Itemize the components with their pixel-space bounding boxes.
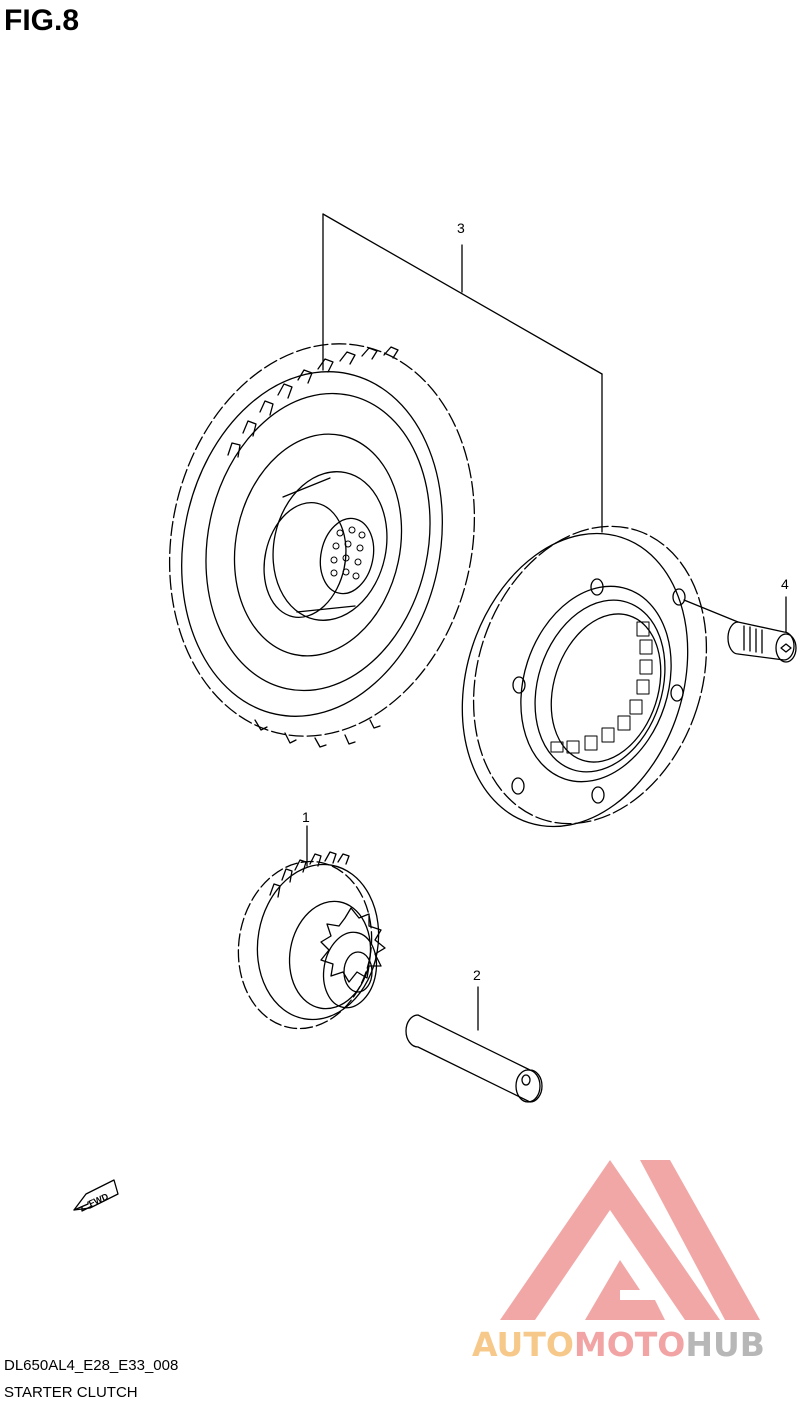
figure-title: FIG.8: [4, 4, 80, 37]
starter-idle-gear: [237, 825, 386, 1030]
automotohub-logo: [500, 1160, 760, 1320]
bolt-part-4: [683, 596, 797, 663]
automotohub-wordmark: AUTOMOTOHUB: [472, 1325, 765, 1364]
leader-line-3: [322, 213, 603, 533]
shaft-part-2: [405, 986, 543, 1103]
callout-1: 1: [302, 809, 310, 825]
callout-2: 2: [473, 967, 481, 983]
figure-caption: STARTER CLUTCH: [4, 1384, 138, 1401]
callout-3: 3: [457, 220, 465, 236]
one-way-clutch-housing: [461, 525, 708, 828]
figure-code: DL650AL4_E28_E33_008: [4, 1357, 179, 1374]
starter-driven-gear-large: [168, 343, 476, 748]
callout-4: 4: [781, 576, 789, 592]
fwd-direction-arrow: [73, 1179, 119, 1212]
